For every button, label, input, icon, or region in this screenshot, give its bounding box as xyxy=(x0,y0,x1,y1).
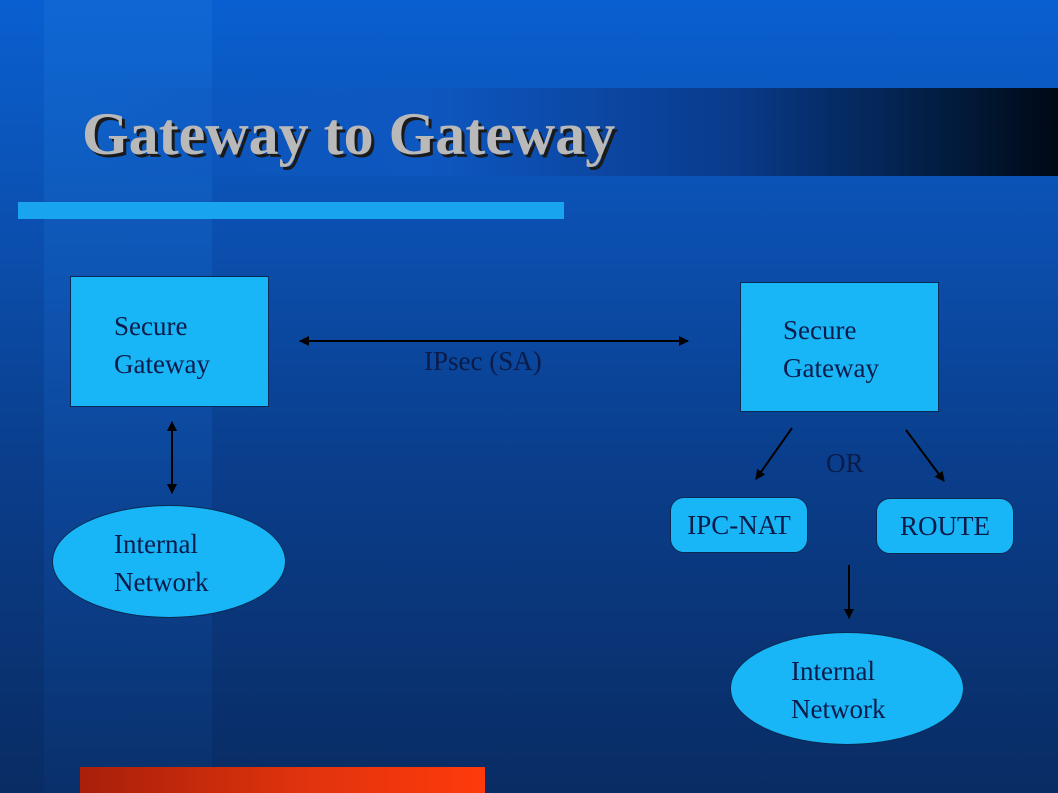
right-secure-gateway: Secure Gateway xyxy=(740,282,939,412)
left-gateway-line1: Secure xyxy=(114,311,188,341)
slide-title: Gateway to Gateway xyxy=(82,101,616,167)
title-underline xyxy=(18,202,564,219)
gateway-to-nat-arrow xyxy=(755,427,793,480)
left-gateway-line2: Gateway xyxy=(114,349,210,379)
right-gateway-line1: Secure xyxy=(783,315,857,345)
left-network-line2: Network xyxy=(114,567,209,597)
ipsec-label: IPsec (SA) xyxy=(424,346,542,376)
ipc-nat-option: IPC-NAT xyxy=(670,497,808,553)
left-secure-gateway: Secure Gateway xyxy=(70,276,269,407)
left-internal-network: Internal Network xyxy=(52,505,286,618)
title-band xyxy=(88,88,1058,176)
left-network-line1: Internal xyxy=(114,529,198,559)
right-gateway-line2: Gateway xyxy=(783,353,879,383)
right-internal-network: Internal Network xyxy=(730,632,964,745)
right-network-line1: Internal xyxy=(791,656,875,686)
right-network-line2: Network xyxy=(791,694,886,724)
or-label: OR xyxy=(826,448,864,478)
gateway-to-route-arrow xyxy=(905,429,945,482)
route-option: ROUTE xyxy=(876,498,1014,554)
bottom-decor-bar xyxy=(80,767,485,793)
